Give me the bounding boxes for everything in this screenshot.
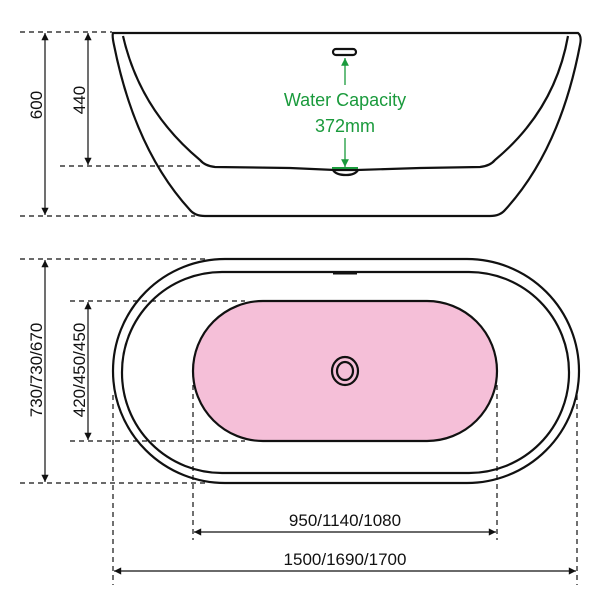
side-dimensions bbox=[20, 31, 200, 217]
top-dimensions bbox=[20, 258, 578, 585]
tub-inner-profile bbox=[121, 35, 570, 172]
overflow-side bbox=[331, 47, 358, 57]
length-outer-label: 1500/1690/1700 bbox=[284, 550, 407, 569]
drain-inner-icon bbox=[335, 360, 355, 382]
drain-outer-icon bbox=[330, 355, 360, 387]
width-basin-label: 420/450/450 bbox=[70, 323, 89, 418]
width-outer-label: 730/730/670 bbox=[27, 323, 46, 418]
height-total-label: 600 bbox=[27, 91, 46, 119]
top-view bbox=[111, 257, 581, 485]
length-basin-label: 950/1140/1080 bbox=[289, 511, 401, 530]
water-capacity-label: Water Capacity bbox=[284, 90, 406, 110]
tub-outer-profile bbox=[111, 31, 582, 218]
water-capacity-value: 372mm bbox=[315, 116, 375, 136]
height-inner-label: 440 bbox=[70, 86, 89, 114]
side-view bbox=[111, 31, 582, 218]
drain-side bbox=[332, 169, 359, 177]
basin-floor bbox=[191, 299, 499, 443]
tub-outer-rim bbox=[111, 257, 581, 485]
water-capacity-arrows bbox=[332, 58, 358, 169]
